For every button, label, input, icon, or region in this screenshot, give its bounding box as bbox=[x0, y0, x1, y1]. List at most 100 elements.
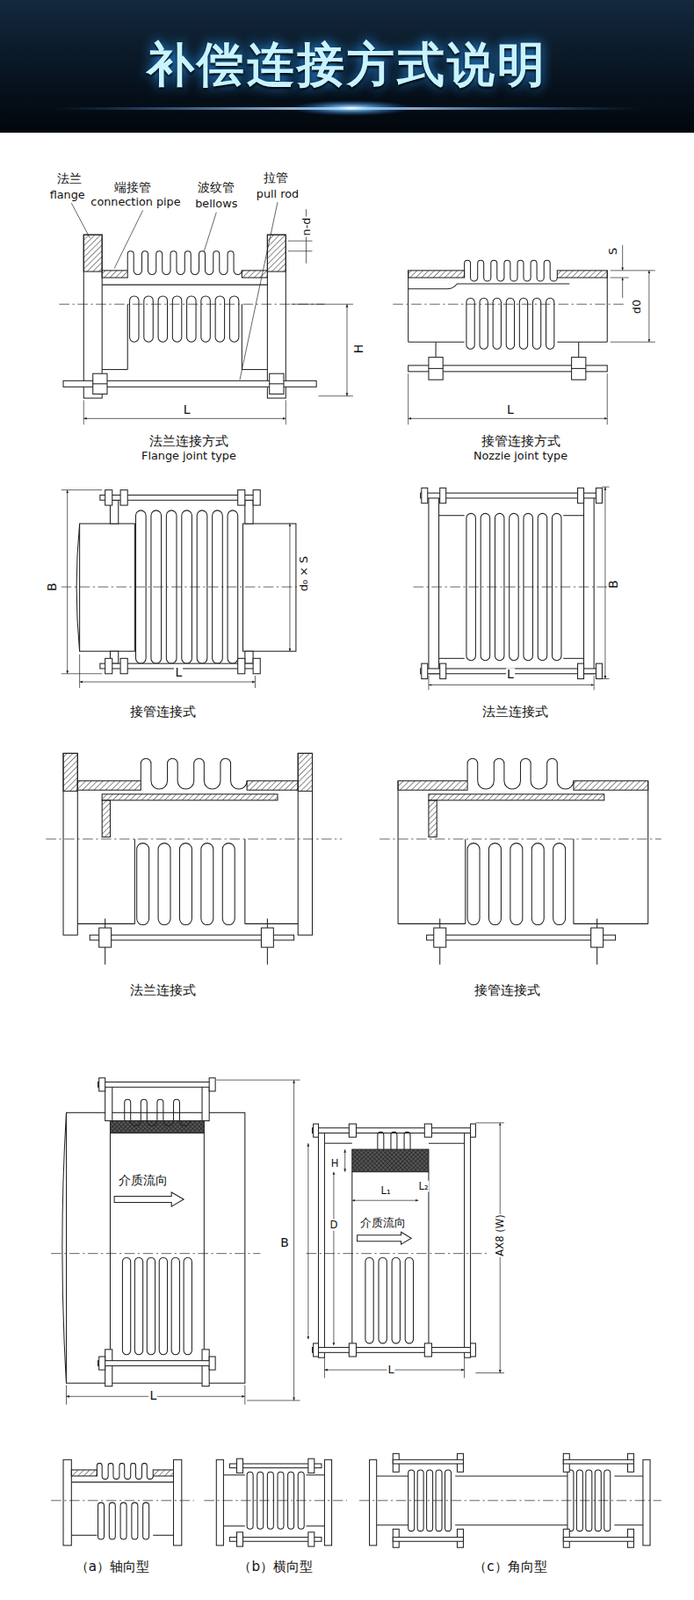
nozzle-joint-section-part bbox=[433, 927, 447, 948]
nozzle-joint-section-part bbox=[428, 800, 437, 838]
flange-joint-elevation-part bbox=[563, 657, 584, 659]
nozzle-joint-section-part bbox=[397, 780, 399, 925]
nozzle-joint-figure-part bbox=[648, 270, 650, 342]
large-joint-figure-part bbox=[134, 1257, 143, 1354]
nozzle-joint-section-part bbox=[510, 843, 523, 926]
nozzle-joint-figure-part bbox=[571, 357, 586, 381]
nozzle-joint-figure-part bbox=[492, 297, 501, 349]
nozzle-joint-section-part bbox=[464, 838, 466, 924]
flange-joint-figure-part bbox=[288, 240, 313, 242]
nozzle-joint-elevation-part bbox=[245, 650, 254, 664]
figure-caption: （c）角向型 bbox=[472, 1559, 548, 1575]
large-joint-figure-part bbox=[65, 1385, 67, 1405]
nozzle-joint-figure-part bbox=[578, 341, 579, 357]
medium-joint-figure-part bbox=[352, 1149, 429, 1172]
flange-joint-figure-part bbox=[93, 373, 108, 394]
large-joint-figure-part bbox=[99, 1356, 106, 1370]
lateral-type-figure-part bbox=[306, 1474, 326, 1475]
nozzle-joint-figure-part bbox=[408, 270, 465, 278]
flange-joint-section-part bbox=[222, 843, 235, 926]
flange-joint-section-part bbox=[140, 758, 247, 789]
dimension-label: d₀ × S bbox=[297, 555, 311, 593]
dimension-label: B bbox=[279, 1236, 290, 1250]
flange-joint-section-part bbox=[99, 927, 112, 948]
dimension-label: L₁ bbox=[380, 1184, 392, 1196]
medium-joint-figure-part bbox=[324, 1142, 352, 1144]
axial-type-figure-part bbox=[50, 1499, 195, 1501]
flange-joint-figure-part bbox=[267, 234, 286, 272]
flange-joint-section-part bbox=[297, 752, 312, 935]
nozzle-joint-figure-part bbox=[621, 245, 623, 271]
axial-type-figure-part bbox=[173, 1459, 181, 1546]
medium-joint-figure-part bbox=[313, 1123, 319, 1137]
angular-type-figure-part bbox=[392, 1537, 463, 1542]
flange-joint-elevation-part bbox=[427, 675, 429, 690]
nozzle-joint-figure-part bbox=[556, 341, 608, 343]
figure-caption: 接管连接方式 bbox=[480, 433, 562, 449]
axial-type-figure-part bbox=[63, 1459, 72, 1546]
nozzle-joint-section-part bbox=[426, 934, 616, 940]
flange-joint-section-part bbox=[245, 923, 298, 925]
medium-joint-figure-part bbox=[404, 1257, 413, 1344]
angular-type-figure-part bbox=[563, 1459, 634, 1464]
medium-joint-figure-part bbox=[313, 1343, 319, 1357]
axial-type-figure-part bbox=[98, 1502, 105, 1540]
nozzle-joint-section-part bbox=[573, 923, 649, 925]
flange-joint-elevation-part bbox=[601, 486, 609, 488]
medium-joint-figure-part bbox=[470, 1343, 477, 1357]
nozzle-joint-figure-part bbox=[607, 373, 608, 425]
lateral-type-figure-part bbox=[237, 1532, 244, 1547]
angular-type-figure-part bbox=[643, 1459, 651, 1546]
flange-joint-figure-part bbox=[241, 303, 243, 369]
nozzle-joint-section-part bbox=[647, 780, 649, 925]
nozzle-joint-elevation-part bbox=[105, 490, 113, 506]
axial-type-figure bbox=[50, 1459, 195, 1546]
flange-joint-figure-part bbox=[267, 234, 286, 398]
medium-joint-figure-part bbox=[311, 1347, 476, 1353]
large-joint-figure-part bbox=[66, 1112, 246, 1383]
medium-joint-figure-part bbox=[391, 1257, 400, 1344]
figure-caption: Nozzie joint type bbox=[472, 449, 569, 463]
dimension-label: L bbox=[173, 665, 183, 680]
flange-joint-figure bbox=[58, 202, 354, 425]
nozzle-joint-elevation-part bbox=[61, 586, 307, 588]
lateral-type-figure-part bbox=[237, 1458, 244, 1473]
flange-joint-elevation-part bbox=[578, 487, 585, 503]
axial-type-figure-part bbox=[131, 1502, 138, 1540]
medium-joint-figure-part bbox=[332, 1171, 334, 1345]
nozzle-joint-figure-part bbox=[479, 297, 488, 349]
page-title: 补偿连接方式说明 bbox=[146, 39, 548, 92]
flange-joint-figure-part bbox=[203, 212, 217, 252]
header-band bbox=[0, 0, 694, 133]
flange-joint-figure-part bbox=[83, 418, 286, 420]
flange-joint-elevation-part bbox=[439, 657, 465, 659]
large-joint-figure-part bbox=[203, 1133, 205, 1350]
flange-joint-elevation-part bbox=[440, 487, 447, 503]
nozzle-joint-section-part bbox=[397, 923, 466, 925]
flange-joint-section-part bbox=[77, 780, 141, 790]
nozzle-joint-figure bbox=[392, 245, 656, 425]
figure-caption: 法兰连接方式 bbox=[148, 433, 230, 449]
flange-joint-figure-part bbox=[346, 303, 347, 397]
flange-joint-section-part bbox=[45, 838, 342, 839]
flange-joint-section-part bbox=[246, 780, 298, 790]
flange-joint-elevation-part bbox=[595, 663, 602, 679]
flange-joint-figure-part bbox=[241, 270, 268, 278]
large-joint-figure-part bbox=[244, 1385, 246, 1405]
flange-joint-figure-part bbox=[58, 303, 325, 305]
flange-joint-figure-part bbox=[288, 250, 313, 252]
flange-joint-figure-part bbox=[215, 296, 225, 342]
nozzle-joint-elevation bbox=[61, 490, 307, 688]
flange-joint-figure-part bbox=[239, 202, 278, 380]
dimension-label: L bbox=[506, 403, 515, 417]
flange-joint-section bbox=[45, 752, 342, 964]
figure-caption: （b）横向型 bbox=[237, 1559, 314, 1575]
flange-joint-elevation-part bbox=[593, 675, 595, 690]
medium-joint-figure-part bbox=[470, 1123, 477, 1137]
nozzle-joint-figure-part bbox=[546, 297, 555, 349]
figure-caption: 法兰连接式 bbox=[129, 983, 197, 998]
nozzle-joint-section-part bbox=[553, 843, 566, 926]
medium-joint-figure-part bbox=[318, 1130, 325, 1358]
nozzle-joint-section-part bbox=[467, 843, 480, 926]
